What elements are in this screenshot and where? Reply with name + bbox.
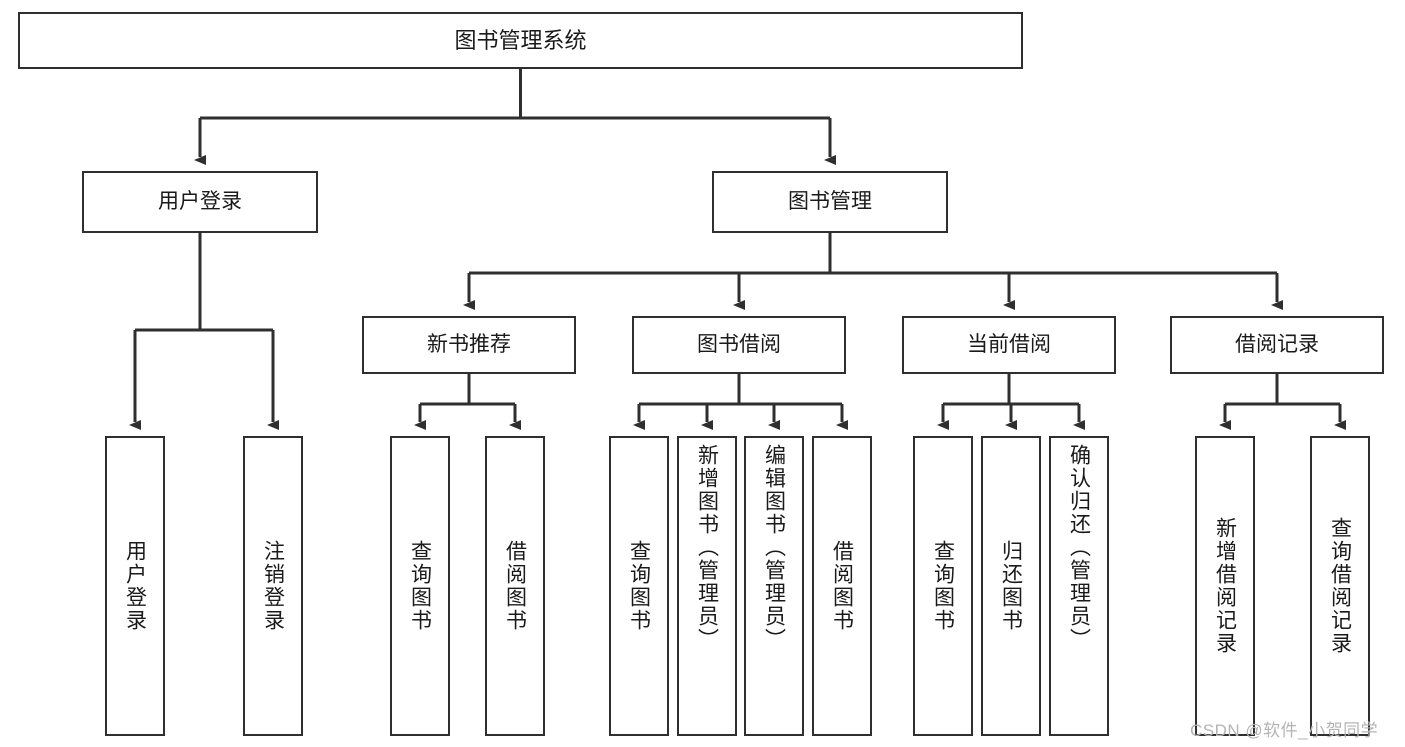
node-user-login[interactable]: 用户登录: [82, 171, 318, 233]
node-leaf-borrow-edit-book[interactable]: 编辑图书（管理员）: [744, 436, 804, 736]
node-label-book-manage: 图书管理: [788, 189, 872, 213]
node-book-manage[interactable]: 图书管理: [712, 171, 948, 233]
node-borrow-record[interactable]: 借阅记录: [1170, 316, 1384, 374]
node-leaf-borrow-add-book[interactable]: 新增图书（管理员）: [677, 436, 737, 736]
node-label-leaf-cur-query-book: 查询图书: [931, 540, 955, 632]
node-label-current-borrow: 当前借阅: [967, 332, 1051, 356]
node-label-leaf-cur-return-book: 归还图书: [999, 540, 1023, 632]
node-label-leaf-borrow-edit-book: 编辑图书（管理员）: [762, 444, 786, 651]
node-leaf-borrow-query-book[interactable]: 查询图书: [609, 436, 669, 736]
node-label-leaf-borrow-add-book: 新增图书（管理员）: [695, 444, 719, 651]
node-leaf-rec-query-book[interactable]: 查询图书: [390, 436, 450, 736]
node-label-leaf-rec-add-record: 新增借阅记录: [1213, 517, 1237, 655]
node-label-borrow-record: 借阅记录: [1235, 332, 1319, 356]
node-label-leaf-cur-confirm-return: 确认归还（管理员）: [1067, 444, 1091, 651]
node-leaf-user-logout[interactable]: 注销登录: [243, 436, 303, 736]
node-new-book-rec[interactable]: 新书推荐: [362, 316, 576, 374]
node-leaf-rec-borrow-book[interactable]: 借阅图书: [485, 436, 545, 736]
node-leaf-rec-add-record[interactable]: 新增借阅记录: [1195, 436, 1255, 736]
node-leaf-borrow-borrow-book[interactable]: 借阅图书: [812, 436, 872, 736]
node-label-leaf-rec-query-record: 查询借阅记录: [1328, 517, 1352, 655]
node-label-leaf-rec-query-book: 查询图书: [408, 540, 432, 632]
node-label-leaf-borrow-borrow-book: 借阅图书: [830, 540, 854, 632]
node-label-leaf-borrow-query-book: 查询图书: [627, 540, 651, 632]
node-leaf-cur-confirm-return[interactable]: 确认归还（管理员）: [1049, 436, 1109, 736]
node-label-leaf-rec-borrow-book: 借阅图书: [503, 540, 527, 632]
node-label-book-borrow: 图书借阅: [697, 332, 781, 356]
node-book-borrow[interactable]: 图书借阅: [632, 316, 846, 374]
node-leaf-rec-query-record[interactable]: 查询借阅记录: [1310, 436, 1370, 736]
node-leaf-cur-query-book[interactable]: 查询图书: [913, 436, 973, 736]
csdn-watermark: CSDN @软件_小贺同学: [1190, 721, 1379, 740]
node-label-root: 图书管理系统: [454, 27, 587, 53]
node-label-user-login: 用户登录: [158, 189, 242, 213]
node-leaf-cur-return-book[interactable]: 归还图书: [981, 436, 1041, 736]
node-root[interactable]: 图书管理系统: [18, 12, 1023, 69]
node-current-borrow[interactable]: 当前借阅: [902, 316, 1116, 374]
node-leaf-user-login[interactable]: 用户登录: [105, 436, 165, 736]
node-label-new-book-rec: 新书推荐: [427, 332, 511, 356]
node-label-leaf-user-logout: 注销登录: [261, 540, 285, 632]
node-label-leaf-user-login: 用户登录: [123, 540, 147, 632]
